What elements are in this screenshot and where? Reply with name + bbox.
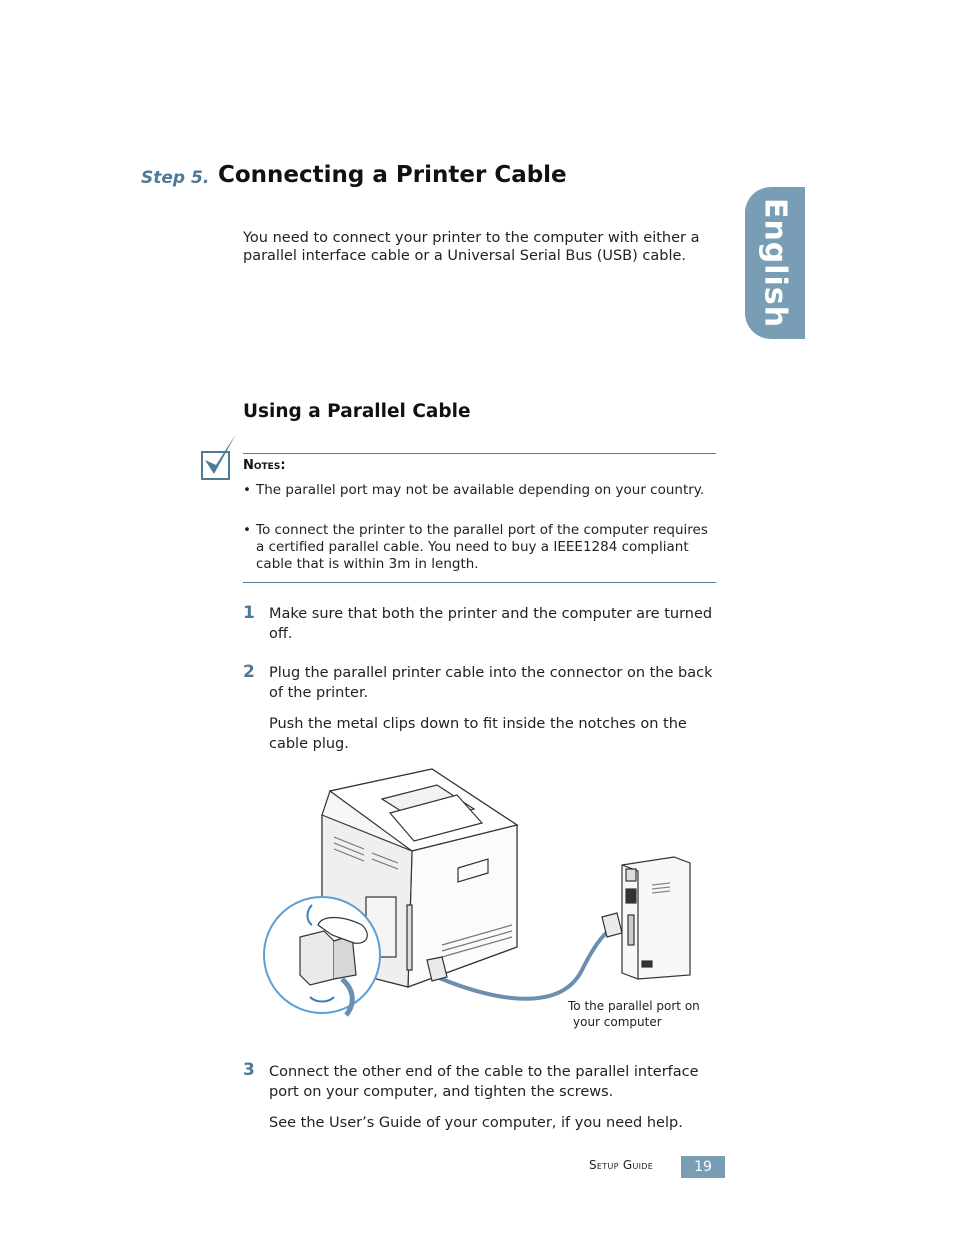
section-title: Using a Parallel Cable <box>243 401 471 422</box>
page-title: Connecting a Printer Cable <box>218 162 567 188</box>
step-text: Push the metal clips down to fit inside … <box>269 716 687 752</box>
checkmark-note-icon <box>201 434 236 480</box>
figure-caption-line: your computer <box>573 1015 662 1029</box>
step-number: 2 <box>243 662 255 682</box>
note-item-text: The parallel port may not be available d… <box>256 482 705 498</box>
computer-drawing <box>621 856 691 980</box>
notes-bottom-rule <box>243 582 716 583</box>
note-item-text: To connect the printer to the parallel p… <box>256 522 708 572</box>
step-text: See the User’s Guide of your computer, i… <box>269 1115 683 1131</box>
note-item: • The parallel port may not be available… <box>243 482 713 499</box>
step-number: 1 <box>243 603 255 623</box>
intro-paragraph: You need to connect your printer to the … <box>243 230 700 264</box>
language-tab-label: English <box>757 197 793 329</box>
bullet: • <box>243 522 251 538</box>
step-text: Plug the parallel printer cable into the… <box>269 665 713 701</box>
notes-top-rule <box>243 453 716 454</box>
step-text: Make sure that both the printer and the … <box>269 606 713 642</box>
notes-heading-text: Notes <box>243 458 281 473</box>
step-number: 3 <box>243 1060 255 1080</box>
language-tab: English <box>745 187 805 339</box>
bullet: • <box>243 482 251 498</box>
figure-caption: To the parallel port on your computer <box>568 998 728 1030</box>
page-number: 19 <box>681 1156 725 1178</box>
footer-label: Setup Guide <box>589 1158 654 1172</box>
step-text: Connect the other end of the cable to th… <box>269 1064 699 1100</box>
notes-heading: Notes: <box>243 458 286 473</box>
step-label: Step 5. <box>141 168 210 188</box>
printer-connection-illustration <box>263 768 691 1017</box>
notes-heading-suffix: : <box>280 458 286 473</box>
parallel-cable-drawing <box>431 923 618 1001</box>
note-item: • To connect the printer to the parallel… <box>243 522 713 573</box>
cable-plug-inset-drawing <box>263 896 381 1017</box>
figure-caption-line: To the parallel port on <box>568 999 700 1013</box>
